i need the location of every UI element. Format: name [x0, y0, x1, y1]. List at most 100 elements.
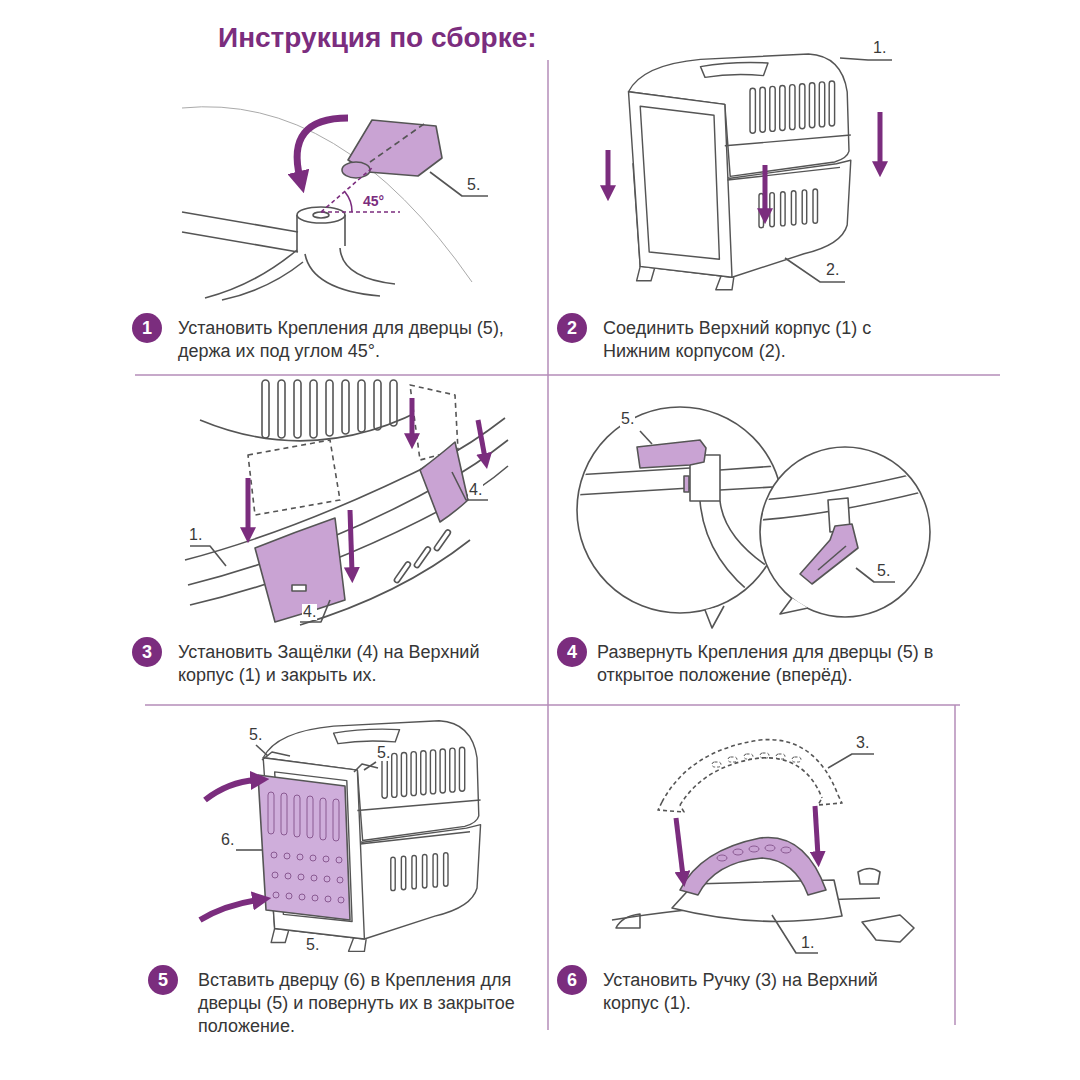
door-insert-illustration	[338, 897, 344, 903]
handle-illustration	[728, 757, 737, 762]
door-clip-illustration	[222, 262, 303, 300]
carrier-assembly-illustration	[606, 150, 611, 190]
door-clip-illustration	[182, 232, 298, 252]
door-insert-illustration	[325, 896, 331, 902]
door-insert-illustration	[364, 762, 376, 770]
clip-rotation-illustration	[818, 546, 846, 570]
clip-rotation-illustration	[780, 598, 808, 614]
door-insert-illustration	[285, 873, 291, 879]
callout-number: 1.	[872, 40, 887, 56]
latch-illustration	[292, 585, 306, 591]
clip-rotation-illustration	[720, 465, 790, 470]
step-panel: Установить Крепления для дверцы (5), дер…	[130, 75, 548, 375]
handle-illustration	[818, 795, 842, 805]
callout-number: 5.	[376, 745, 391, 761]
callout-number: 5.	[876, 563, 891, 579]
callout-number: 4.	[468, 482, 483, 498]
clip-rotation-illustration	[800, 524, 858, 584]
clip-rotation-illustration	[637, 440, 706, 468]
handle-illustration	[733, 849, 743, 855]
door-insert-illustration	[272, 872, 278, 878]
handle-illustration	[828, 754, 874, 768]
step-number: 5	[148, 965, 178, 995]
door-insert-illustration	[262, 752, 378, 772]
handle-illustration	[680, 837, 826, 895]
door-clip-illustration	[297, 118, 348, 178]
handle-illustration	[760, 753, 769, 758]
door-insert-illustration	[320, 798, 326, 840]
door-clip-illustration	[340, 248, 395, 284]
handle-illustration	[744, 754, 753, 759]
handle-illustration	[749, 846, 759, 852]
door-clip-illustration	[345, 192, 352, 212]
handle-illustration	[776, 754, 785, 759]
door-insert-illustration	[307, 796, 313, 838]
handle-illustration	[858, 869, 880, 885]
step-number-text: 2	[567, 319, 577, 337]
latch-illustration	[294, 380, 301, 438]
handle-illustration	[712, 762, 721, 767]
handle-illustration	[765, 845, 775, 851]
door-insert-illustration	[337, 877, 343, 883]
step-instruction: Развернуть Крепления для дверцы (5) в от…	[597, 641, 952, 687]
carrier-assembly-illustration	[785, 258, 845, 282]
step-number-text: 5	[158, 971, 168, 989]
door-insert-illustration	[271, 852, 277, 858]
handle-illustration	[616, 914, 640, 928]
latch-illustration	[190, 546, 226, 566]
clip-rotation-illustration	[760, 447, 930, 617]
step-number-text: 1	[142, 319, 152, 337]
handle-illustration	[792, 757, 801, 762]
step-number: 1	[132, 313, 162, 343]
carrier-assembly-illustration	[629, 54, 851, 290]
step-instruction: Установить Защёлки (4) на Верхний корпус…	[178, 641, 538, 687]
callout-number: 4.	[302, 604, 317, 620]
panel-divider	[135, 374, 1000, 376]
door-insert-illustration	[311, 875, 317, 881]
door-insert-illustration	[284, 853, 290, 859]
step-panel: Соединить Верхний корпус (1) с Нижним ко…	[548, 60, 980, 375]
step-instruction: Установить Ручку (3) на Верхний корпус (…	[603, 969, 933, 1015]
handle-illustration	[712, 753, 801, 767]
door-clip-illustration	[321, 211, 400, 213]
step-instruction: Вставить дверцу (6) в Крепления для двер…	[198, 969, 528, 1038]
door-clip-illustration	[182, 107, 472, 282]
latch-illustration	[390, 380, 397, 426]
door-clip-illustration	[182, 107, 488, 300]
door-insert-illustration	[324, 876, 330, 882]
door-insert-illustration	[256, 745, 268, 756]
handle-illustration	[781, 847, 791, 853]
handle-illustration	[612, 740, 914, 953]
angle-label: 45°	[362, 193, 385, 209]
step-number-text: 6	[567, 971, 577, 989]
callout-number: 5.	[466, 177, 481, 193]
clip-rotation-illustration	[760, 470, 930, 584]
handle-illustration	[658, 802, 684, 812]
handle-illustration	[717, 845, 791, 861]
step-number: 6	[557, 965, 587, 995]
door-insert-illustration	[298, 874, 304, 880]
clip-rotation-illustration	[575, 488, 690, 495]
latch-illustration	[255, 518, 345, 622]
door-insert-illustration	[297, 854, 303, 860]
handle-illustration	[862, 915, 914, 942]
step-number-text: 3	[142, 643, 152, 661]
door-insert-illustration	[336, 857, 342, 863]
latch-illustration	[413, 546, 431, 569]
clip-rotation-illustration	[705, 606, 724, 628]
callout-number: 5.	[305, 937, 320, 953]
door-clip-illustration	[370, 124, 424, 162]
door-insert-illustration	[268, 792, 274, 834]
door-insert-illustration	[205, 780, 256, 800]
latch-illustration	[300, 600, 330, 622]
clip-rotation-illustration	[684, 476, 689, 492]
latch-illustration	[326, 380, 333, 436]
step-panel: Вставить дверцу (6) в Крепления для двер…	[140, 705, 548, 1045]
panel-divider	[135, 60, 1000, 1030]
clip-rotation-illustration	[575, 407, 930, 628]
door-insert-illustration	[333, 799, 339, 841]
latch-illustration	[433, 529, 451, 552]
door-insert-illustration	[200, 721, 481, 952]
